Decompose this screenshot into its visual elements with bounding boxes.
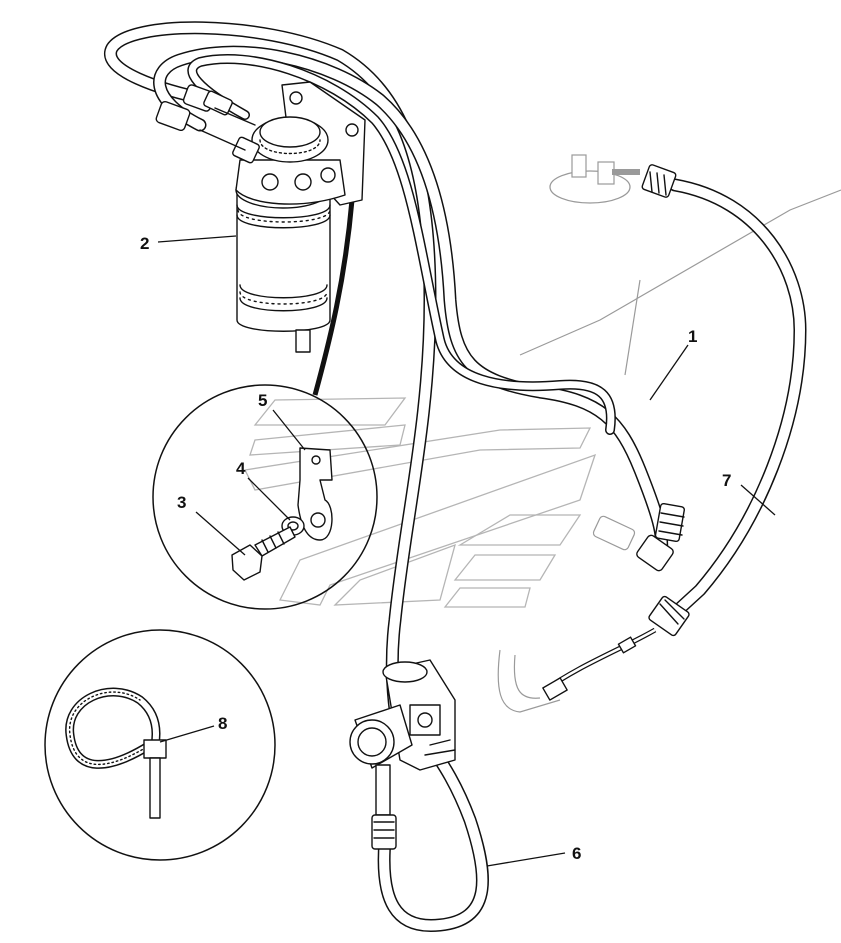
bracket-detail-inset bbox=[152, 384, 378, 610]
background-chassis-outline bbox=[497, 189, 841, 713]
hose-7 bbox=[658, 178, 807, 629]
cable-tie-detail-inset bbox=[44, 629, 276, 861]
tank-sender-unit bbox=[549, 154, 677, 204]
callout-1: 1 bbox=[688, 327, 697, 346]
leader-lines bbox=[157, 235, 776, 867]
hose-6 bbox=[377, 738, 489, 933]
fuel-pump bbox=[349, 659, 456, 850]
callout-4: 4 bbox=[236, 459, 246, 478]
callout-2: 2 bbox=[140, 234, 149, 253]
fuel-filter bbox=[155, 81, 366, 353]
hose-7-lower-connector bbox=[542, 595, 690, 701]
callout-8: 8 bbox=[218, 714, 227, 733]
drain-line bbox=[312, 199, 355, 396]
callout-7: 7 bbox=[722, 471, 731, 490]
hose-bundle-upper bbox=[104, 21, 669, 747]
callout-5: 5 bbox=[258, 391, 267, 410]
callout-3: 3 bbox=[177, 493, 186, 512]
hose-1-end-fitting bbox=[592, 502, 685, 572]
callout-6: 6 bbox=[572, 844, 581, 863]
